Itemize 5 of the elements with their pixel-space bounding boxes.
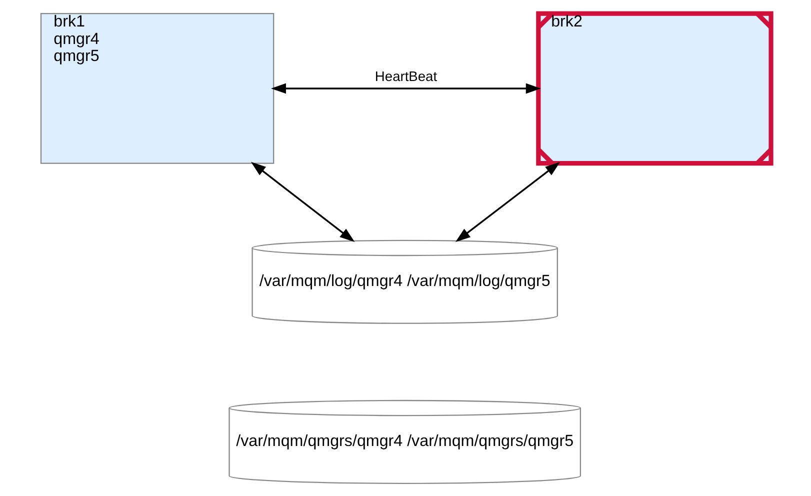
arrow <box>270 82 540 94</box>
node-box: brk1 qmgr4 qmgr5 <box>40 12 274 164</box>
edge-label: HeartBeat <box>374 68 437 84</box>
arrow <box>454 161 560 242</box>
arrow <box>250 161 354 242</box>
